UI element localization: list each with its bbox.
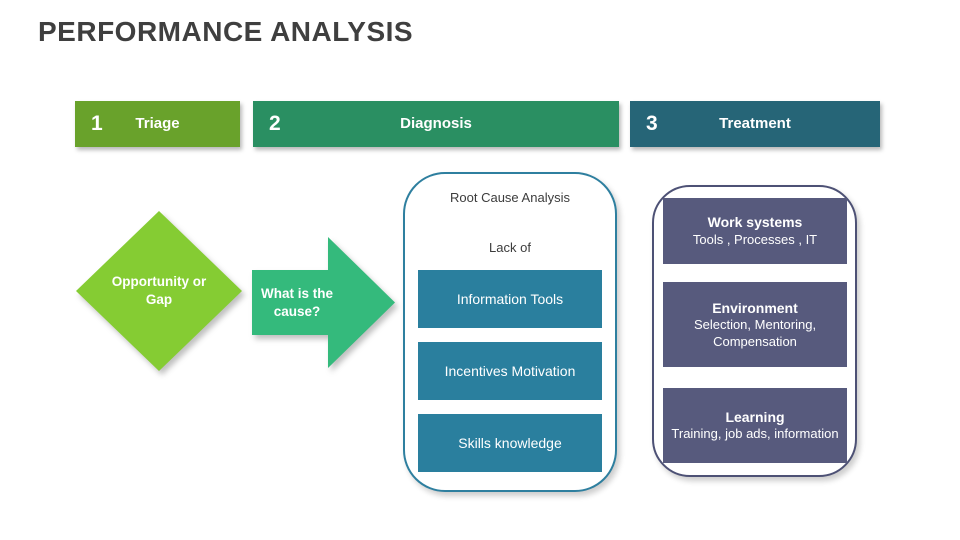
diamond-label: Opportunity or Gap: [111, 273, 207, 307]
step-number: 1: [91, 112, 103, 135]
cause-arrow-shape: What is the cause?: [252, 237, 395, 368]
root-cause-panel: Root Cause Analysis Lack of Information …: [403, 172, 617, 492]
slide-title: PERFORMANCE ANALYSIS: [38, 16, 414, 47]
treatment-box-learning: Learning Training, job ads, information: [663, 388, 847, 463]
treatment-box-environment: Environment Selection, Mentoring, Compen…: [663, 282, 847, 367]
step-label: Diagnosis: [400, 115, 472, 132]
arrow-label: What is the cause?: [260, 285, 333, 319]
step-number: 2: [269, 112, 281, 135]
treatment-box-title: Work systems: [707, 214, 803, 231]
step-number: 3: [646, 112, 658, 135]
step-bar-treatment: 3 Treatment: [630, 101, 880, 147]
root-cause-panel-title: Root Cause Analysis: [450, 190, 570, 205]
step-bar-triage: 1 Triage: [75, 101, 240, 147]
treatment-panel: Work systems Tools , Processes , IT Envi…: [652, 185, 857, 477]
cause-box-skills-knowledge: Skills knowledge: [418, 414, 602, 472]
treatment-box-detail: Selection, Mentoring, Compensation: [693, 316, 817, 349]
treatment-box-detail: Tools , Processes , IT: [692, 231, 818, 247]
cause-box-information-tools: Information Tools: [418, 270, 602, 328]
diamond-icon: Opportunity or Gap: [76, 211, 242, 371]
treatment-box-title: Learning: [725, 408, 785, 425]
treatment-box-work-systems: Work systems Tools , Processes , IT: [663, 198, 847, 264]
step-bar-diagnosis: 2 Diagnosis: [253, 101, 619, 147]
opportunity-diamond-shape: Opportunity or Gap: [76, 211, 242, 371]
step-label: Triage: [135, 115, 180, 132]
cause-box-incentives-motivation: Incentives Motivation: [418, 342, 602, 400]
step-label: Treatment: [719, 115, 791, 132]
treatment-box-detail: Training, job ads, information: [671, 426, 839, 442]
cause-box-label: Information Tools: [456, 291, 564, 307]
treatment-box-title: Environment: [712, 299, 798, 316]
root-cause-panel-subtitle: Lack of: [489, 240, 531, 255]
cause-box-label: Skills knowledge: [458, 435, 562, 451]
cause-box-label: Incentives Motivation: [444, 363, 576, 379]
right-arrow-icon: [252, 237, 395, 368]
